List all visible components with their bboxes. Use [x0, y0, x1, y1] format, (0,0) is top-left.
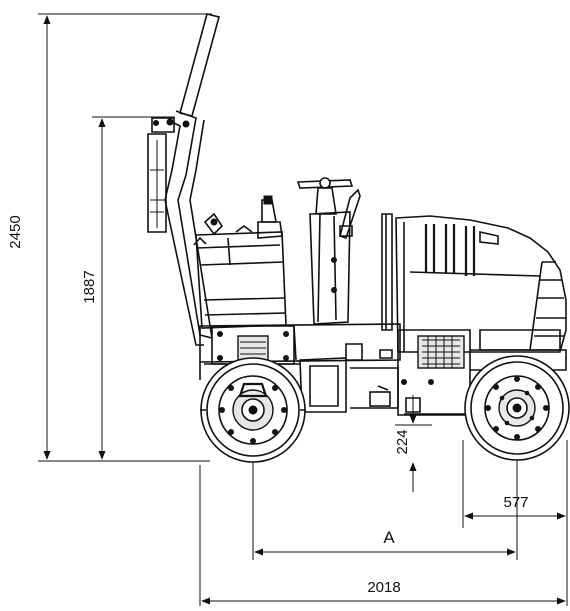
- ground-clearance-label: 224: [394, 429, 411, 454]
- front-drum: [200, 357, 306, 463]
- overall-length-label: 2018: [367, 579, 400, 596]
- handle-height-label: 1887: [81, 270, 98, 303]
- rear-wheel: [464, 355, 570, 461]
- wheelbase-label: A: [383, 528, 395, 547]
- operator-station: [296, 177, 361, 325]
- overall-height-label: 2450: [7, 215, 24, 248]
- roller-machine: [147, 13, 570, 463]
- front-hood: [193, 195, 287, 329]
- rear-engine-cover: [381, 213, 567, 369]
- dimension-lines: [38, 13, 568, 606]
- handle-arm: [147, 13, 220, 346]
- rear-overhang-label: 577: [503, 494, 528, 511]
